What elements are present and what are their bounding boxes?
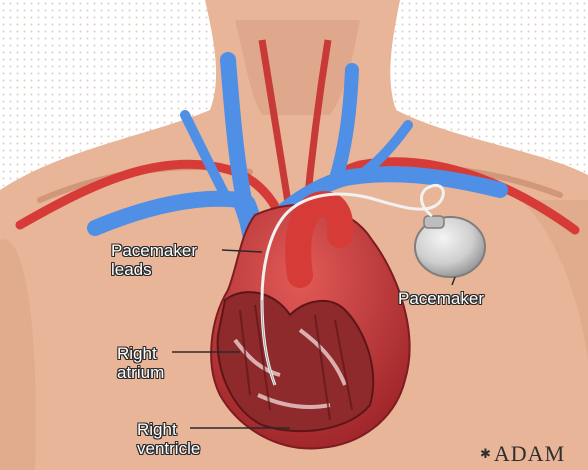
label-right-atrium: Right atrium: [117, 344, 164, 382]
adam-logo: ✱ADAM: [480, 441, 565, 467]
star-icon: ✱: [480, 446, 492, 461]
label-right-ventricle-line2: ventricle: [137, 439, 200, 458]
label-pacemaker-text: Pacemaker: [398, 289, 484, 308]
label-pacemaker: Pacemaker: [398, 289, 484, 308]
label-right-ventricle: Right ventricle: [137, 420, 200, 458]
label-right-ventricle-line1: Right: [137, 420, 200, 439]
label-right-atrium-line1: Right: [117, 344, 164, 363]
brand-text: ADAM: [494, 441, 565, 466]
label-right-atrium-line2: atrium: [117, 363, 164, 382]
pacemaker-header: [424, 216, 444, 228]
label-pacemaker-leads-line2: leads: [111, 260, 197, 279]
label-pacemaker-leads: Pacemaker leads: [111, 241, 197, 279]
label-pacemaker-leads-line1: Pacemaker: [111, 241, 197, 260]
